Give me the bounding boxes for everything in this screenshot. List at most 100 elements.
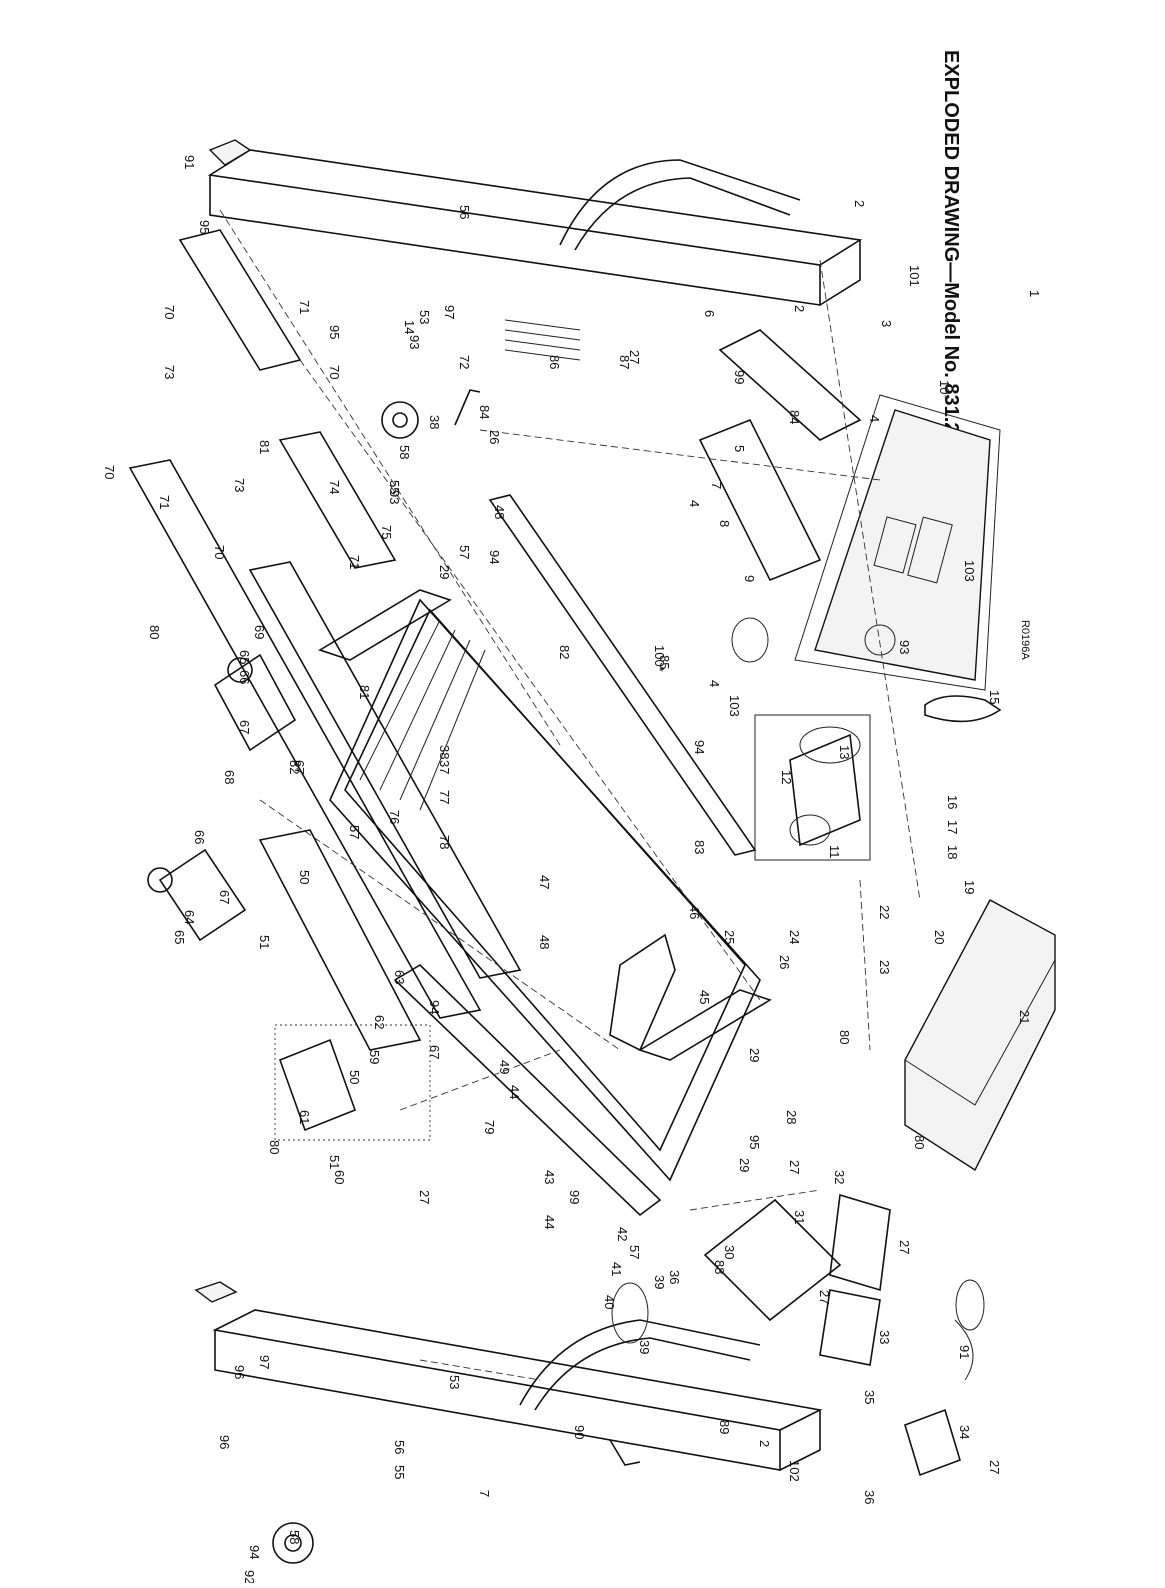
- callout-93-135: 93: [407, 335, 422, 349]
- drive-assembly: [754, 695, 1002, 861]
- callout-53-71: 53: [417, 310, 432, 324]
- callout-29-41: 29: [737, 1158, 752, 1172]
- drawing-title: EXPLODED DRAWING—Model No. 831.297642: [940, 50, 962, 489]
- callout-27-32: 27: [627, 350, 642, 364]
- callout-94-138: 94: [487, 550, 502, 564]
- callout-23-27: 23: [877, 960, 892, 974]
- callout-76-110: 76: [387, 810, 402, 824]
- callout-67-93: 67: [292, 760, 307, 774]
- callout-43-58: 43: [542, 1170, 557, 1184]
- callout-57-79: 57: [627, 1245, 642, 1259]
- callout-80-117: 80: [147, 625, 162, 639]
- callout-89-129: 89: [717, 1420, 732, 1434]
- callout-67-95: 67: [427, 1045, 442, 1059]
- callout-25-29: 25: [722, 930, 737, 944]
- callout-36-48: 36: [862, 1490, 877, 1504]
- callout-85-125: 85: [657, 655, 672, 669]
- callout-30-42: 30: [722, 1245, 737, 1259]
- callout-13-17: 13: [837, 745, 852, 759]
- callout-7-10: 7: [709, 482, 724, 489]
- callout-66-91: 66: [192, 830, 207, 844]
- callout-11-15: 11: [827, 845, 842, 859]
- callout-38-52: 38: [437, 745, 452, 759]
- callout-39-54: 39: [652, 1275, 667, 1289]
- callout-15-19: 15: [987, 690, 1002, 704]
- callout-97-147: 97: [442, 305, 457, 319]
- callout-58-80: 58: [287, 1530, 302, 1544]
- callout-4-5: 4: [867, 415, 882, 422]
- callout-94-137: 94: [247, 1545, 262, 1559]
- callout-18-22: 18: [945, 845, 960, 859]
- callout-96-144: 96: [232, 1365, 247, 1379]
- callout-28-38: 28: [784, 1110, 799, 1124]
- callout-36-49: 36: [667, 1270, 682, 1284]
- callout-38-51: 38: [427, 415, 442, 429]
- callout-88-128: 88: [712, 1260, 727, 1274]
- callout-75-109: 75: [379, 525, 394, 539]
- callout-61-84: 61: [297, 1110, 312, 1124]
- callout-47-63: 47: [537, 875, 552, 889]
- callout-70-98: 70: [162, 305, 177, 319]
- callout-65-89: 65: [172, 930, 187, 944]
- callout-34-46: 34: [957, 1425, 972, 1439]
- callout-10-14: 10*: [937, 380, 952, 400]
- callout-50-67: 50: [297, 870, 312, 884]
- callout-93-136: 93: [387, 490, 402, 504]
- callout-3-4: 3: [879, 320, 894, 327]
- callout-66-90: 66: [237, 670, 252, 684]
- base-frame: [128, 229, 522, 1019]
- callout-42-57: 42: [615, 1227, 630, 1241]
- callout-27-34: 27: [787, 1160, 802, 1174]
- callout-22-26: 22: [877, 905, 892, 919]
- callout-71-103: 71: [157, 495, 172, 509]
- callout-95-143: 95: [327, 325, 342, 339]
- callout-1-0: 1: [1027, 290, 1042, 297]
- callout-37-50: 37: [437, 760, 452, 774]
- callout-93-134: 93: [897, 640, 912, 654]
- callout-44-60: 44: [542, 1215, 557, 1229]
- callout-48-64: 48: [492, 505, 507, 519]
- callout-77-111: 77: [437, 790, 452, 804]
- callout-46-62: 46: [687, 905, 702, 919]
- drawing-code: R0196A: [1019, 620, 1031, 660]
- callout-73-106: 73: [232, 478, 247, 492]
- callout-81-119: 81: [257, 440, 272, 454]
- callout-94-140: 94: [427, 1000, 442, 1014]
- callout-27-33: 27: [417, 1190, 432, 1204]
- callout-99-148: 99: [567, 1190, 582, 1204]
- callout-labels: 1222344456778910*11121314151617181920212…: [102, 155, 1042, 1584]
- callout-31-43: 31: [792, 1210, 807, 1224]
- callout-84-124: 84: [787, 410, 802, 424]
- callout-84-123: 84: [477, 405, 492, 419]
- callout-9-13: 9: [742, 575, 757, 582]
- callout-4-6: 4: [687, 500, 702, 507]
- callout-5-8: 5: [732, 445, 747, 452]
- callout-4-7: 4: [707, 680, 722, 687]
- callout-55-74: 55: [392, 1465, 407, 1479]
- callout-45-61: 45: [697, 990, 712, 1004]
- callout-82-120: 82: [287, 760, 302, 774]
- callout-71-102: 71: [297, 300, 312, 314]
- callout-41-56: 41: [609, 1262, 624, 1276]
- callout-49-66: 49: [497, 1060, 512, 1074]
- roller-and-motor: [147, 653, 431, 1141]
- callout-82-121: 82: [557, 645, 572, 659]
- callout-71-104: 71: [347, 555, 362, 569]
- callout-86-126: 86: [547, 355, 562, 369]
- callout-8-12: 8: [717, 520, 732, 527]
- callout-70-100: 70: [212, 545, 227, 559]
- callout-57-78: 57: [347, 825, 362, 839]
- callout-2-3: 2: [757, 1440, 772, 1447]
- callout-60-83: 60: [332, 1170, 347, 1184]
- callout-91-131: 91: [957, 1345, 972, 1359]
- callout-27-35: 27: [897, 1240, 912, 1254]
- callout-78-112: 78: [437, 835, 452, 849]
- upright-frame-bottom: [194, 1281, 823, 1471]
- callout-64-87: 64: [182, 910, 197, 924]
- callout-26-31: 26: [487, 430, 502, 444]
- callout-67-92: 67: [237, 720, 252, 734]
- callout-27-36: 27: [817, 1290, 832, 1304]
- callout-29-39: 29: [747, 1048, 762, 1062]
- callout-102-152: 102: [787, 1460, 802, 1482]
